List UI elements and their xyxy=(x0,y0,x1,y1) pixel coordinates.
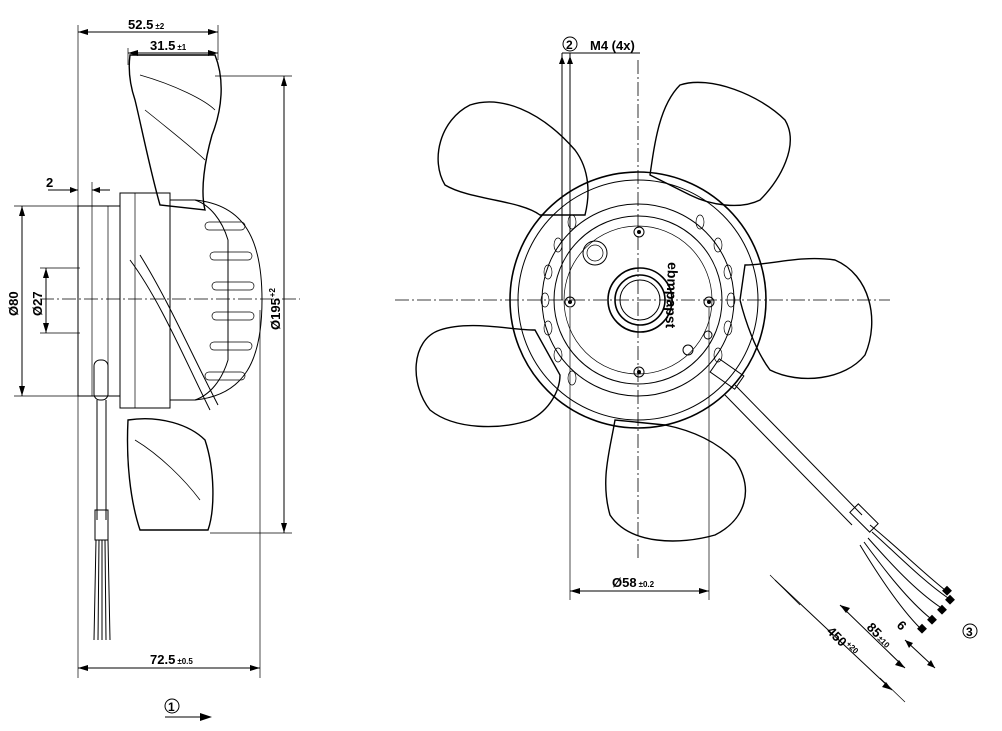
motor-housing xyxy=(119,192,171,409)
airflow-arrow-icon xyxy=(200,713,212,721)
vent-slots xyxy=(540,214,736,386)
mounting-flange xyxy=(77,205,121,397)
dim-bolt-circle: Ø58±0.2 xyxy=(612,575,655,590)
dim-wire-end: 6 xyxy=(894,618,910,634)
front-view: ebmpapst 2 M4 (4x) xyxy=(395,36,978,703)
dim-flange: 2 xyxy=(46,175,53,190)
dim-fan-dia: Ø195+2 xyxy=(268,288,283,330)
mount-label: M4 (4x) xyxy=(590,38,635,53)
leads-callout: 3 xyxy=(962,623,978,639)
dim-overall-top: 52.5±2 xyxy=(128,17,165,32)
cable-gland xyxy=(93,359,109,401)
dim-rotor: 31.5±1 xyxy=(150,38,187,53)
brand-label: ebmpapst xyxy=(663,262,681,329)
wire-ends xyxy=(917,585,955,634)
blade-right xyxy=(739,257,873,380)
dim-hub-dia: Ø80 xyxy=(6,291,21,316)
blade-left xyxy=(415,324,561,428)
balance-plug xyxy=(582,240,608,266)
svg-text:ebmpapst: ebmpapst xyxy=(663,262,681,329)
blade-bottom-side xyxy=(126,418,214,531)
rotor-dome xyxy=(194,199,263,401)
cable-gland-front xyxy=(709,358,745,390)
dim-shaft-dia: Ø27 xyxy=(30,291,45,316)
mount-callout: 2 M4 (4x) xyxy=(559,36,640,300)
blade-lower xyxy=(605,419,747,542)
svg-text:1: 1 xyxy=(168,700,175,714)
rotor-cup xyxy=(170,199,229,401)
dim-overall-bottom: 72.5±0.5 xyxy=(150,652,193,667)
blade-upper-right xyxy=(649,81,791,207)
side-view: 52.5±2 31.5±1 2 Ø80 Ø27 Ø195+2 xyxy=(6,17,300,721)
blade-top-side xyxy=(128,54,222,211)
dim-strip-length: 85±10 xyxy=(864,620,895,651)
svg-text:2: 2 xyxy=(566,38,573,52)
blade-upper-left xyxy=(437,101,589,216)
airflow-callout: 1 xyxy=(164,698,212,721)
svg-text:3: 3 xyxy=(966,625,973,639)
